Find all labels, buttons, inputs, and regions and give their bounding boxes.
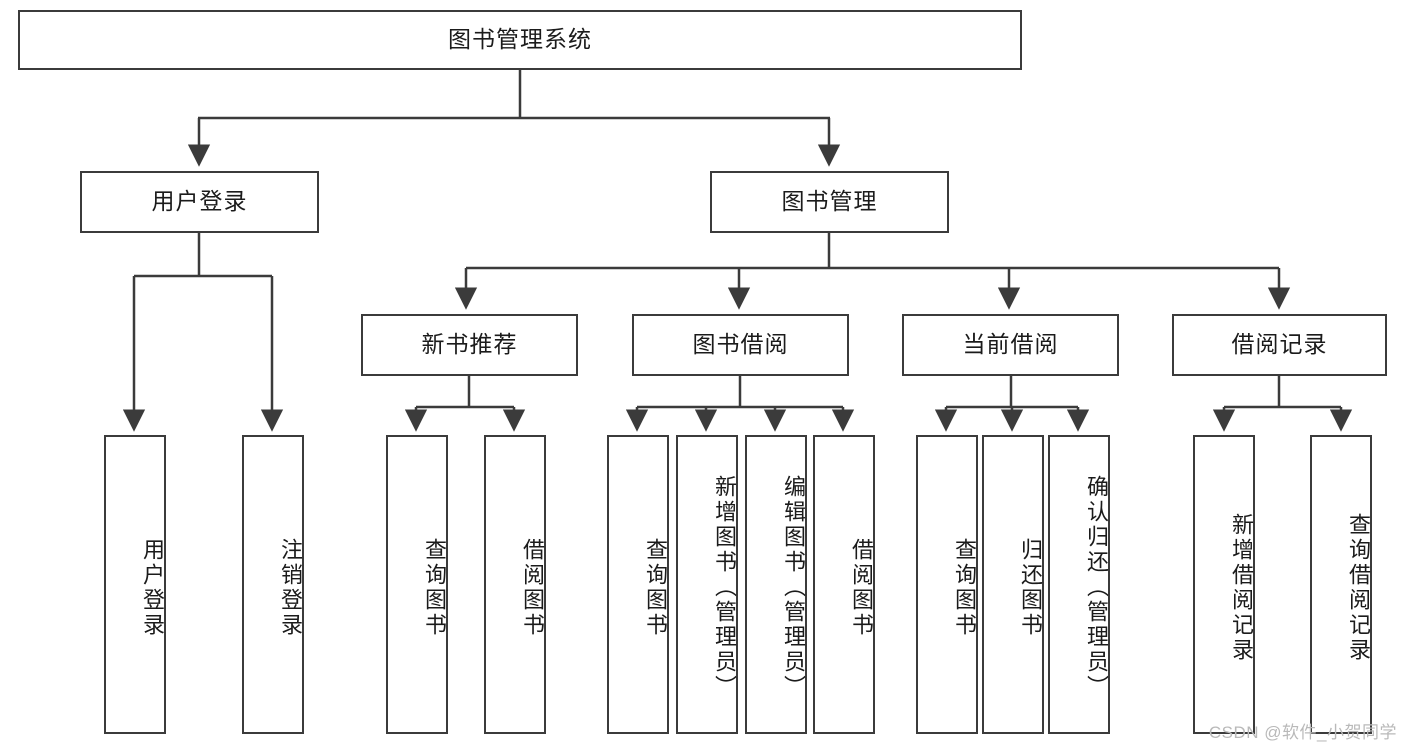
node-label: 图书借阅: [692, 331, 789, 358]
node-label: 注销登录: [278, 537, 303, 638]
node-leaf-query-book-3[interactable]: 查询图书: [916, 435, 978, 734]
node-leaf-query-book-2[interactable]: 查询图书: [607, 435, 669, 734]
node-label: 当前借阅: [962, 331, 1059, 358]
node-label: 新增图书（管理员）: [712, 475, 737, 700]
node-leaf-add-record[interactable]: 新增借阅记录: [1193, 435, 1255, 734]
node-borrow-record[interactable]: 借阅记录: [1172, 314, 1387, 376]
node-new-book-recommend[interactable]: 新书推荐: [361, 314, 578, 376]
node-root-book-management-system[interactable]: 图书管理系统: [18, 10, 1022, 70]
node-label: 借阅图书: [520, 537, 545, 638]
node-leaf-logout-login[interactable]: 注销登录: [242, 435, 304, 734]
node-current-borrow[interactable]: 当前借阅: [902, 314, 1119, 376]
node-book-management[interactable]: 图书管理: [710, 171, 949, 233]
node-leaf-return-book[interactable]: 归还图书: [982, 435, 1044, 734]
node-label: 确认归还（管理员）: [1084, 475, 1109, 700]
node-label: 用户登录: [151, 188, 248, 215]
node-label: 图书管理: [781, 188, 878, 215]
node-leaf-borrow-book-1[interactable]: 借阅图书: [484, 435, 546, 734]
node-book-borrow[interactable]: 图书借阅: [632, 314, 849, 376]
node-label: 借阅记录: [1231, 331, 1328, 358]
node-label: 新增借阅记录: [1229, 512, 1254, 663]
node-label: 查询图书: [952, 537, 977, 638]
node-leaf-add-book[interactable]: 新增图书（管理员）: [676, 435, 738, 734]
node-leaf-confirm-return[interactable]: 确认归还（管理员）: [1048, 435, 1110, 734]
node-label: 编辑图书（管理员）: [781, 475, 806, 700]
node-leaf-user-login[interactable]: 用户登录: [104, 435, 166, 734]
node-label: 借阅图书: [849, 537, 874, 638]
node-label: 查询图书: [643, 537, 668, 638]
node-leaf-borrow-book-2[interactable]: 借阅图书: [813, 435, 875, 734]
node-user-login[interactable]: 用户登录: [80, 171, 319, 233]
node-label: 查询图书: [422, 537, 447, 638]
watermark-text: CSDN @软件_小贺同学: [1208, 723, 1397, 742]
node-leaf-edit-book[interactable]: 编辑图书（管理员）: [745, 435, 807, 734]
node-label: 查询借阅记录: [1346, 512, 1371, 663]
node-leaf-query-book-1[interactable]: 查询图书: [386, 435, 448, 734]
node-leaf-query-record[interactable]: 查询借阅记录: [1310, 435, 1372, 734]
node-label: 用户登录: [140, 537, 165, 638]
node-label: 归还图书: [1018, 537, 1043, 638]
node-label: 图书管理系统: [448, 26, 592, 53]
node-label: 新书推荐: [421, 331, 518, 358]
